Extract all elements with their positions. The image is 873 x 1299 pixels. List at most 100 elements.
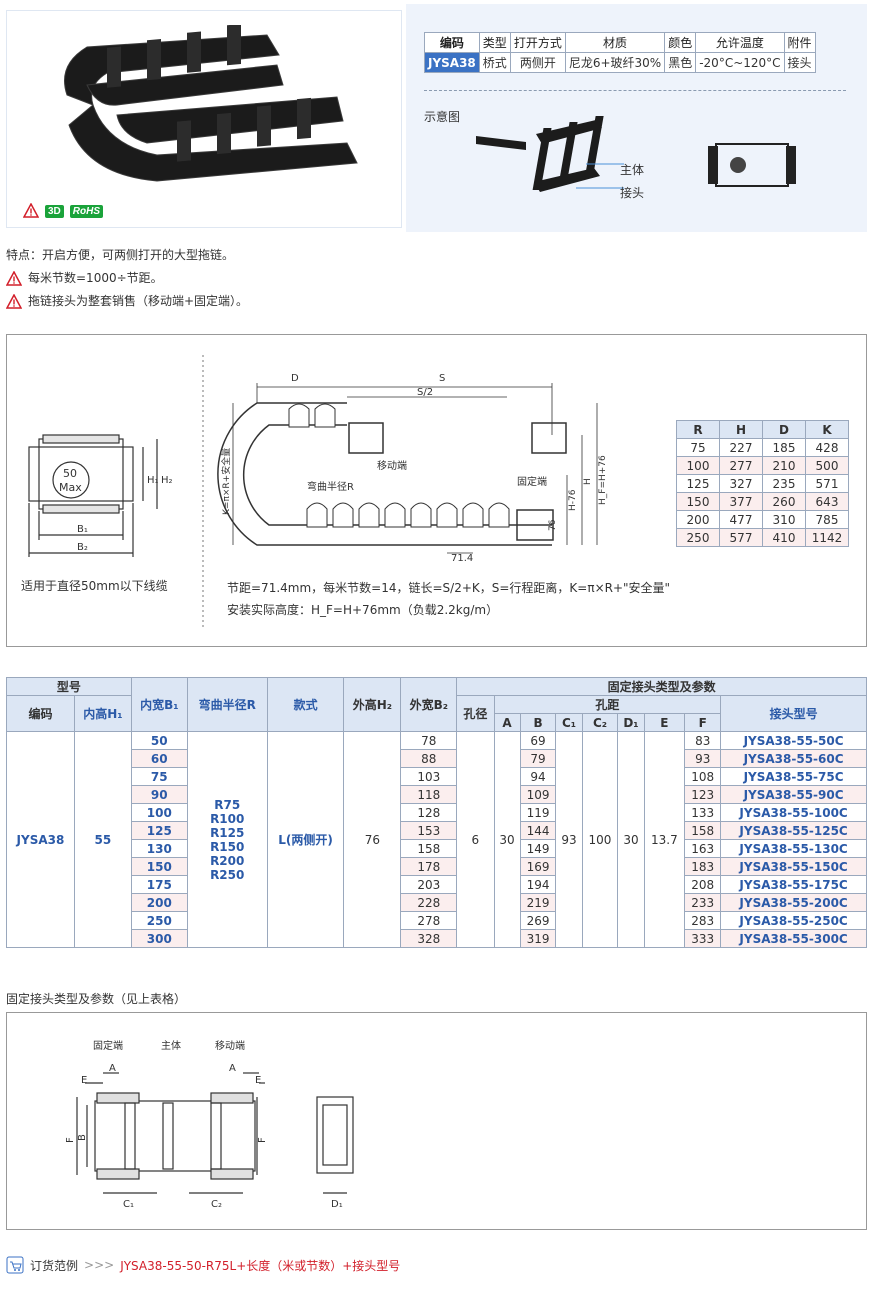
cell-b2: 228 (400, 893, 458, 912)
drag-chain-image (64, 25, 358, 182)
cell-f: 333 (684, 929, 722, 948)
cell-b: 119 (519, 803, 557, 822)
rhdk-cell: 785 (805, 510, 849, 529)
order-example: 订货范例 >>> JYSA38-55-50-R75L+长度（米或节数）+接头型号 (6, 1256, 400, 1274)
spec-value-cell: 黑色 (664, 52, 697, 73)
spec-value-cell: 接头 (783, 52, 816, 73)
cell-b: 144 (519, 821, 557, 840)
dim-b1: B₁ (77, 524, 88, 535)
header-style: 款式 (266, 677, 345, 732)
cart-icon (6, 1256, 24, 1274)
rhdk-cell: 260 (762, 492, 806, 511)
max-number: 50 (63, 467, 77, 480)
spec-value-cell: 尼龙6+玻纤30% (564, 52, 666, 73)
header-pitch-col: C₂ (581, 713, 619, 732)
cell-c1: 93 (555, 731, 583, 948)
rhdk-header-cell: D (762, 420, 806, 439)
header-b1: 内宽B₁ (130, 677, 188, 732)
cell-h2: 76 (343, 731, 402, 948)
cell-b2: 128 (400, 803, 458, 822)
header-pitch-col: D₁ (617, 713, 645, 732)
r-value: R250 (210, 867, 245, 882)
dim-hf: H_F=H+76 (598, 455, 608, 505)
cell-f: 233 (684, 893, 722, 912)
header-pitch-col: F (684, 713, 722, 732)
r-value: R125 (210, 825, 245, 840)
label-fixed: 固定端 (93, 1039, 123, 1052)
header-pitch-col: B (519, 713, 557, 732)
rhdk-cell: 200 (676, 510, 720, 529)
cell-b1: 200 (130, 893, 188, 912)
cell-connector-model: JYSA38-55-50C (720, 731, 867, 750)
cell-b2: 118 (400, 785, 458, 804)
cell-b: 319 (519, 929, 557, 948)
rhdk-cell: 428 (805, 438, 849, 457)
cell-b1: 50 (130, 731, 188, 750)
cell-b1: 100 (130, 803, 188, 822)
dim-k: K=π×R+安全量 (220, 448, 232, 515)
dim-e-right: E (255, 1075, 261, 1086)
cell-b1: 300 (130, 929, 188, 948)
cell-b: 169 (519, 857, 557, 876)
cell-b1: 130 (130, 839, 188, 858)
rhdk-cell: 571 (805, 474, 849, 493)
dim-76: 76 (548, 519, 558, 531)
rhdk-cell: 643 (805, 492, 849, 511)
r-value: R75 (214, 797, 241, 812)
cell-f: 163 (684, 839, 722, 858)
formula-height: 安装实际高度：H_F=H+76mm（负载2.2kg/m） (227, 603, 499, 617)
cell-b: 69 (519, 731, 557, 750)
header-fixed: 固定接头类型及参数 (456, 677, 867, 696)
cell-f: 83 (684, 731, 722, 750)
cell-b2: 278 (400, 911, 458, 930)
dim-h1: H₁ (147, 475, 159, 486)
dim-s: S (439, 373, 445, 384)
order-chevrons: >>> (84, 1258, 115, 1272)
rhdk-cell: 500 (805, 456, 849, 475)
label-moving: 移动端 (215, 1039, 245, 1052)
rhdk-header-cell: K (805, 420, 849, 439)
dim-c1: C₁ (123, 1199, 134, 1210)
feature-line-2: 每米节数=1000÷节距。 (6, 267, 248, 290)
rhdk-cell: 250 (676, 528, 720, 547)
cell-b: 79 (519, 749, 557, 768)
features: 特点：开启方便，可两侧打开的大型拖链。 每米节数=1000÷节距。 拖链接头为整… (6, 244, 248, 313)
cell-b2: 103 (400, 767, 458, 786)
cell-b: 194 (519, 875, 557, 894)
spec-header-cell: 附件 (783, 32, 816, 53)
spec-header-cell: 打开方式 (509, 32, 566, 53)
header-h2: 外高H₂ (343, 677, 402, 732)
dim-pitch: 71.4 (451, 553, 473, 564)
cell-h1: 55 (73, 731, 132, 948)
schematic-label: 示意图 (424, 110, 461, 124)
cell-b2: 88 (400, 749, 458, 768)
cell-hole: 6 (456, 731, 495, 948)
cell-connector-model: JYSA38-55-125C (720, 821, 867, 840)
rhdk-cell: 125 (676, 474, 720, 493)
cell-c2: 100 (581, 731, 619, 948)
dim-e-left: E (81, 1075, 87, 1086)
dim-c2: C₂ (211, 1199, 222, 1210)
connector-svg: 固定端 主体 移动端 E A A E F (65, 1039, 354, 1210)
spec-header-cell: 颜色 (664, 32, 697, 53)
rhdk-cell: 75 (676, 438, 720, 457)
cell-connector-model: JYSA38-55-75C (720, 767, 867, 786)
dim-h: H (583, 478, 593, 485)
max-text: Max (59, 481, 82, 494)
cell-f: 158 (684, 821, 722, 840)
cell-b1: 150 (130, 857, 188, 876)
spec-value-cell: 桥式 (478, 52, 511, 73)
label-main-body: 主体 (620, 163, 645, 177)
cell-b: 269 (519, 911, 557, 930)
cell-connector-model: JYSA38-55-250C (720, 911, 867, 930)
